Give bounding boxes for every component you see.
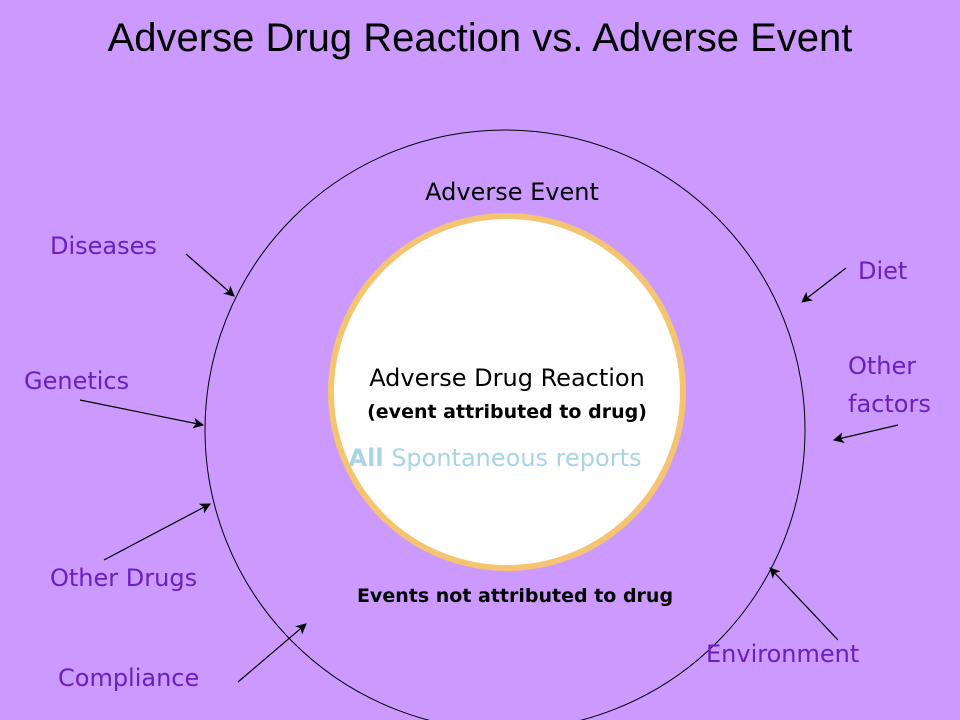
genetics-arrow [79,399,205,429]
factor-diseases: Diseases [50,232,157,260]
factor-genetics: Genetics [24,367,130,395]
adverse-drug-reaction-circle [328,213,686,571]
factor-other-factors-line2: factors [848,390,931,418]
adverse-drug-reaction-sublabel: (event attributed to drug) [367,401,647,423]
other-drugs-arrow [103,503,211,561]
adverse-drug-reaction-label: Adverse Drug Reaction [369,364,645,392]
spontaneous-reports-label: All Spontaneous reports [340,440,650,476]
environment-arrow [769,567,839,641]
adverse-event-circle [204,129,806,720]
factor-compliance: Compliance [58,664,200,692]
adverse-event-label: Adverse Event [425,178,599,206]
diseases-arrow [185,253,235,297]
factor-environment: Environment [706,640,860,668]
diet-arrow [801,267,847,303]
factor-other-drugs: Other Drugs [50,564,198,592]
spontaneous-reports-text: Spontaneous reports [391,444,642,472]
page-title: Adverse Drug Reaction vs. Adverse Event [107,16,853,60]
factor-other-factors-line1: Other [848,352,917,380]
factor-diet: Diet [858,257,908,285]
compliance-arrow [237,623,307,683]
other-factors-arrow [832,424,899,444]
spontaneous-all-prefix: All [348,444,384,472]
events-not-attributed-label: Events not attributed to drug [356,585,674,607]
